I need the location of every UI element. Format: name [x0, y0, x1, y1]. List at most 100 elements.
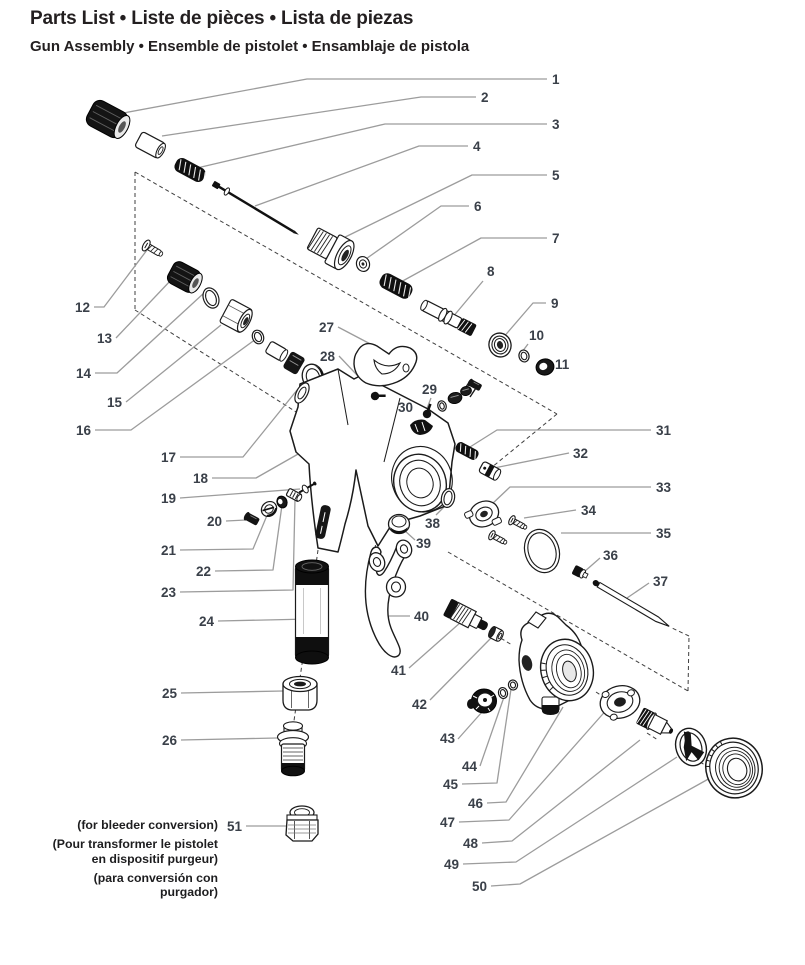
- part-49-retainer: [674, 727, 708, 767]
- callout-number-28: 28: [320, 349, 336, 364]
- bleeder-note: (for bleeder conversion) (Pour transform…: [30, 818, 218, 899]
- leader-line-8: [451, 280, 484, 319]
- callout-number-44: 44: [462, 759, 478, 774]
- part-36-seat: [572, 565, 589, 579]
- part-11-seal: [535, 358, 555, 376]
- leader-line-50: [490, 776, 713, 887]
- part-43-valve-disc: [467, 688, 497, 714]
- part-48-nozzle: [636, 707, 674, 735]
- part-8-valve-shaft: [420, 299, 477, 336]
- leader-line-34: [523, 509, 577, 519]
- leader-line-42: [429, 637, 492, 701]
- callout-number-11: 11: [555, 357, 570, 372]
- part-28-screw: [370, 391, 386, 401]
- callout-number-35: 35: [656, 526, 672, 541]
- leader-line-47: [458, 706, 610, 823]
- callout-number-13: 13: [97, 331, 113, 346]
- callout-number-2: 2: [481, 90, 489, 105]
- leader-line-21: [179, 512, 269, 551]
- callout-number-42: 42: [412, 697, 427, 712]
- leader-line-49: [462, 756, 678, 865]
- part-40-trigger: [364, 539, 413, 658]
- part-45-washer: [507, 679, 519, 691]
- gun-body: [289, 368, 479, 553]
- leader-line-5: [332, 174, 547, 244]
- leader-line-19: [179, 488, 301, 499]
- leader-line-24: [217, 618, 311, 622]
- callout-number-16: 16: [76, 423, 92, 438]
- part-26-inlet-fitting: [276, 721, 310, 777]
- callout-number-47: 47: [440, 815, 455, 830]
- leader-line-9: [501, 302, 546, 340]
- callout-number-41: 41: [391, 663, 407, 678]
- part-5-packing-nut: [306, 227, 355, 271]
- callout-number-25: 25: [162, 686, 178, 701]
- callout-number-36: 36: [603, 548, 619, 563]
- leader-line-44: [479, 696, 505, 767]
- leader-line-26: [180, 737, 278, 741]
- part-10-o-ring: [518, 349, 530, 363]
- callout-number-24: 24: [199, 614, 215, 629]
- part-24-handle-tube: [294, 559, 330, 665]
- page-title: Parts List • Liste de pièces • Lista de …: [30, 8, 414, 29]
- leader-line-36: [583, 557, 601, 573]
- leader-line-6: [362, 205, 469, 262]
- trigger-stud-nut-b: [460, 386, 472, 396]
- part-51-bleeder-plug: [285, 805, 319, 842]
- leader-line-43: [457, 711, 483, 740]
- part-47-diffuser: [599, 685, 641, 721]
- callout-number-10: 10: [529, 328, 544, 343]
- callout-number-50: 50: [472, 879, 487, 894]
- leader-line-4: [254, 145, 468, 207]
- callout-number-48: 48: [463, 836, 479, 851]
- part-13-knurled-nut: [166, 261, 203, 294]
- callout-number-8: 8: [487, 264, 495, 279]
- part-9-bearing: [488, 332, 512, 358]
- callout-number-4: 4: [473, 139, 481, 154]
- callout-number-31: 31: [656, 423, 672, 438]
- callout-number-39: 39: [416, 536, 431, 551]
- callout-number-46: 46: [468, 796, 484, 811]
- part-29-screw: [422, 403, 432, 419]
- part-19-rod: [298, 481, 317, 494]
- callout-number-33: 33: [656, 480, 672, 495]
- part-7-spring: [379, 273, 416, 302]
- callout-number-15: 15: [107, 395, 123, 410]
- leader-line-1: [117, 78, 547, 115]
- leader-line-17: [180, 378, 307, 458]
- page-subtitle: Gun Assembly • Ensemble de pistolet • En…: [30, 38, 470, 55]
- part-50-air-cap-ring: [705, 737, 763, 799]
- callout-number-1: 1: [552, 72, 560, 87]
- trigger-stud-nut-a: [447, 391, 463, 405]
- leader-line-2: [161, 96, 476, 137]
- leader-line-15: [125, 324, 222, 403]
- part-12-screw: [141, 239, 164, 257]
- callout-number-34: 34: [581, 503, 597, 518]
- part-35-o-ring: [523, 528, 561, 574]
- leader-line-31: [469, 429, 651, 448]
- part-31-spring: [455, 442, 481, 463]
- part-30-lever: [410, 419, 433, 435]
- callout-number-9: 9: [551, 296, 559, 311]
- part-1-knurled-cap: [85, 99, 131, 139]
- part-34-screw-b: [488, 530, 508, 545]
- part-15-gland-nut: [219, 299, 253, 333]
- callout-number-27: 27: [319, 320, 334, 335]
- leader-line-33: [490, 486, 651, 506]
- trigger-stud-ring: [437, 400, 447, 412]
- callout-number-45: 45: [443, 777, 459, 792]
- callout-number-23: 23: [161, 585, 177, 600]
- callout-number-12: 12: [75, 300, 90, 315]
- callout-number-17: 17: [161, 450, 176, 465]
- leader-line-23: [179, 498, 296, 593]
- callout-number-43: 43: [440, 731, 456, 746]
- part-22-ring: [276, 495, 288, 509]
- leader-line-7: [398, 237, 547, 284]
- part-39-bushing: [387, 513, 411, 535]
- callout-number-14: 14: [76, 366, 92, 381]
- leader-line-32: [488, 452, 570, 470]
- part-21-disc: [260, 500, 278, 518]
- leader-line-37: [626, 582, 650, 599]
